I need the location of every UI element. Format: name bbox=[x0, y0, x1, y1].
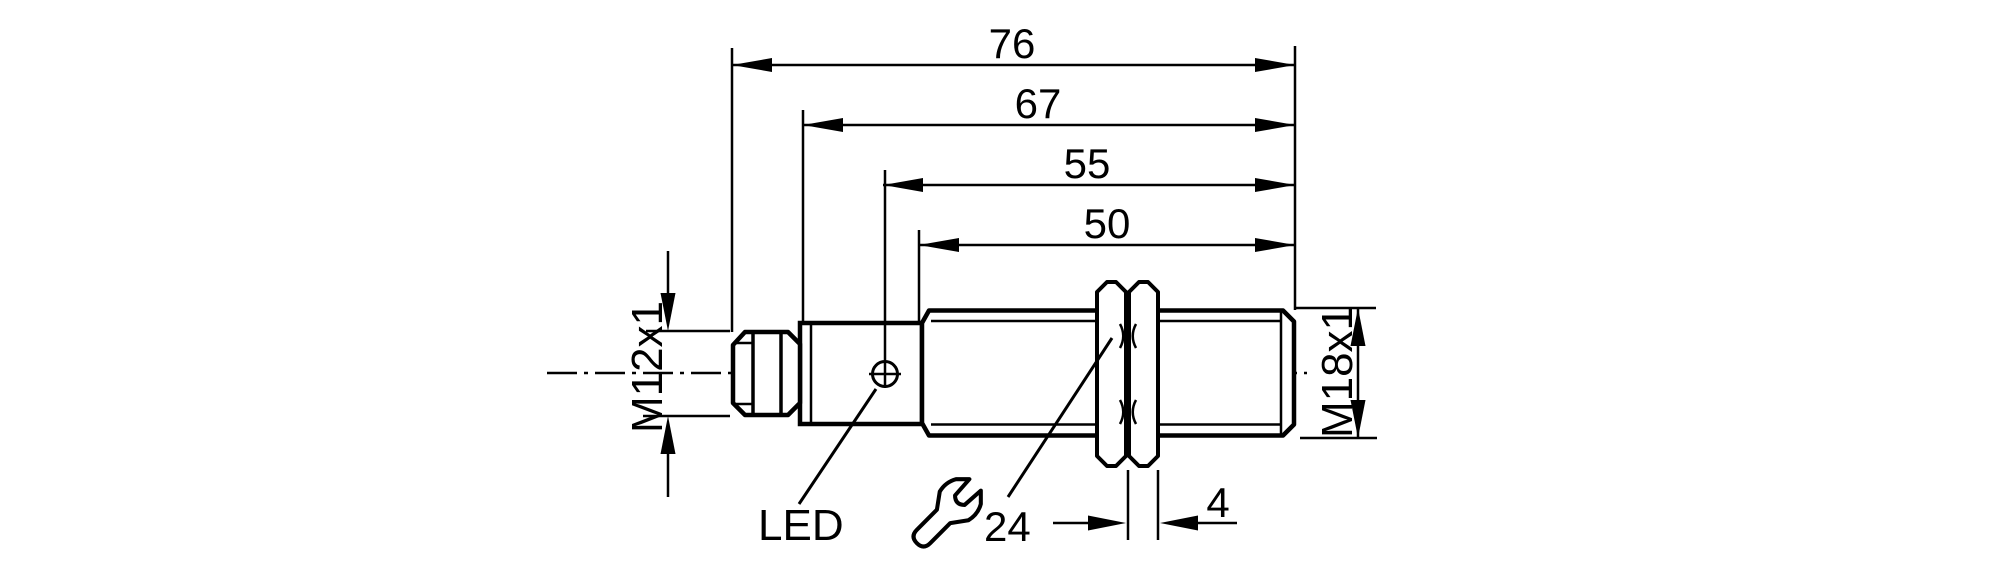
sensor-body bbox=[730, 280, 1297, 468]
wrench-leader-line bbox=[1006, 337, 1114, 498]
thread-label-m18: M18x1 bbox=[1313, 306, 1362, 438]
dimension-label-50: 50 bbox=[1084, 200, 1131, 247]
led-label: LED bbox=[758, 501, 844, 550]
dimension-label-67: 67 bbox=[1015, 80, 1062, 127]
connector-plug bbox=[730, 329, 803, 418]
hex-nut bbox=[1095, 280, 1160, 468]
wrench-icon bbox=[911, 477, 983, 549]
extension-lines bbox=[643, 46, 1377, 540]
dimension-label-4: 4 bbox=[1206, 479, 1229, 526]
thread-label-m12: M12x1 bbox=[623, 301, 672, 433]
dimension-label-55: 55 bbox=[1064, 140, 1111, 187]
nut-chamfer-arcs bbox=[1118, 323, 1138, 425]
arrowheads bbox=[660, 58, 1366, 531]
led-leader-line bbox=[797, 388, 878, 505]
wrench-size-label: 24 bbox=[984, 503, 1031, 550]
dimension-label-76: 76 bbox=[989, 20, 1036, 67]
dimension-lines bbox=[666, 63, 1360, 525]
